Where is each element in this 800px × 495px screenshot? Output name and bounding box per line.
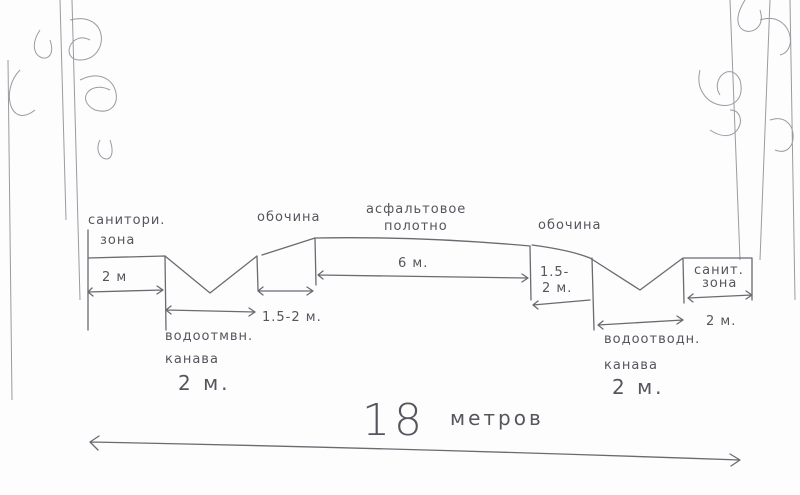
right-ditch-label: водоотводн. (604, 332, 700, 347)
tree-left-icon (7, 0, 117, 401)
left-shoulder-label: обочина (257, 210, 321, 225)
right-shoulder-label: обочина (538, 218, 602, 233)
left-sanitary-width: 2 м (102, 270, 127, 285)
road-profile-line (87, 237, 753, 304)
right-shoulder-width-2: 2 м. (542, 281, 572, 296)
left-sanitary-zone-label-2: зона (100, 233, 135, 248)
right-ditch-width: 2 м. (612, 375, 665, 399)
asphalt-label-2: полотно (384, 219, 448, 234)
left-shoulder-width: 1.5-2 м. (262, 310, 322, 325)
right-shoulder-width: 1.5- (540, 265, 569, 280)
left-ditch-label: водоотмвн. (165, 329, 253, 344)
right-sanitary-zone-label-2: зона (702, 276, 737, 291)
right-sanitary-width: 2 м. (706, 314, 736, 329)
right-ditch-label-2: канава (604, 358, 658, 373)
left-sanitary-zone-label: санитори. (88, 213, 165, 228)
asphalt-width: 6 м. (398, 256, 428, 271)
right-sanitary-zone-label: санит. (694, 263, 744, 278)
total-width-unit: метров (450, 406, 544, 430)
left-ditch-label-2: канава (165, 352, 219, 367)
dimension-arrows (87, 270, 753, 467)
left-ditch-width: 2 м. (178, 371, 231, 395)
asphalt-label: асфальтовое (366, 202, 466, 217)
tree-right-icon (698, 0, 796, 301)
total-width-number: 18 (362, 395, 426, 446)
